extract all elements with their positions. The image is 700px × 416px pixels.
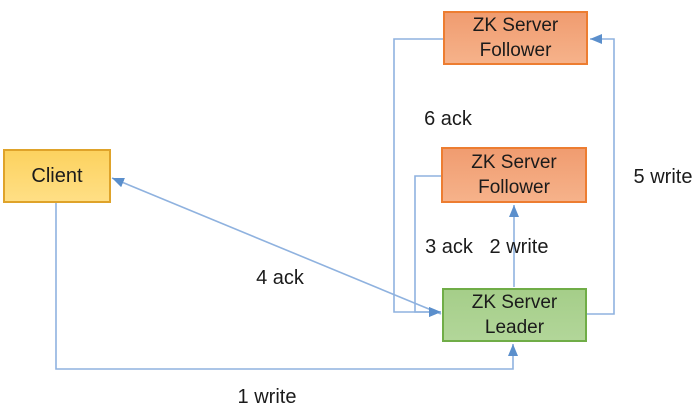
node-leader-label-line1: ZK Server	[471, 292, 558, 313]
edge-label-6-ack: 6 ack	[424, 108, 472, 130]
edge-label-4-ack: 4 ack	[256, 267, 304, 289]
edge-label-5-write: 5 write	[633, 166, 693, 188]
node-zk-server-leader: ZK Server Leader	[442, 288, 587, 342]
node-zk-server-follower-mid: ZK Server Follower	[441, 147, 587, 203]
arrow-1-write	[55, 203, 518, 370]
arrow-4-ack	[111, 177, 442, 315]
edge-label-3-ack: 3 ack	[425, 236, 473, 258]
node-follower-top-label-line1: ZK Server	[472, 15, 559, 36]
node-follower-mid-label-line1: ZK Server	[471, 152, 557, 173]
node-zk-server-follower-top: ZK Server Follower	[443, 11, 588, 65]
arrow-6-ack	[393, 38, 443, 317]
node-leader-label-line2: Leader	[484, 317, 545, 338]
edge-label-1-write: 1 write	[237, 386, 297, 408]
arrow-5-write	[587, 34, 615, 315]
edge-label-2-write: 2 write	[489, 236, 549, 258]
node-client-label: Client	[31, 164, 83, 187]
node-client: Client	[3, 149, 111, 203]
node-follower-top-label-line2: Follower	[479, 40, 552, 61]
node-follower-mid-label-line2: Follower	[478, 177, 550, 198]
